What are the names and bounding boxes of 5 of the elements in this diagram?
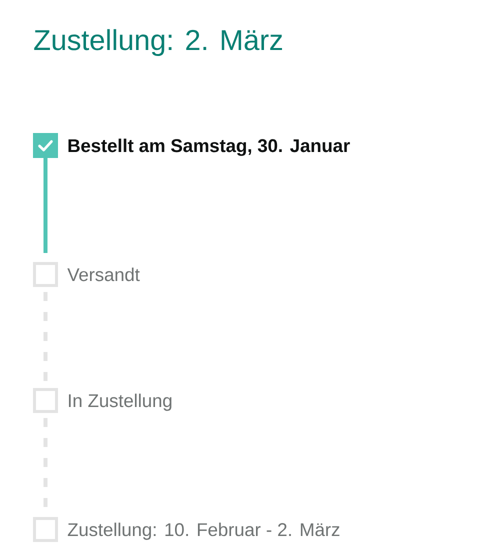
step-label: Bestellt am Samstag, 30. Januar bbox=[68, 138, 350, 156]
step-label: In Zustellung bbox=[68, 394, 172, 411]
step-label: Zustellung: 10. Februar - 2. März bbox=[68, 522, 340, 540]
step-label: Versandt bbox=[67, 268, 140, 282]
title: Zustellung: 2. März bbox=[34, 29, 282, 56]
